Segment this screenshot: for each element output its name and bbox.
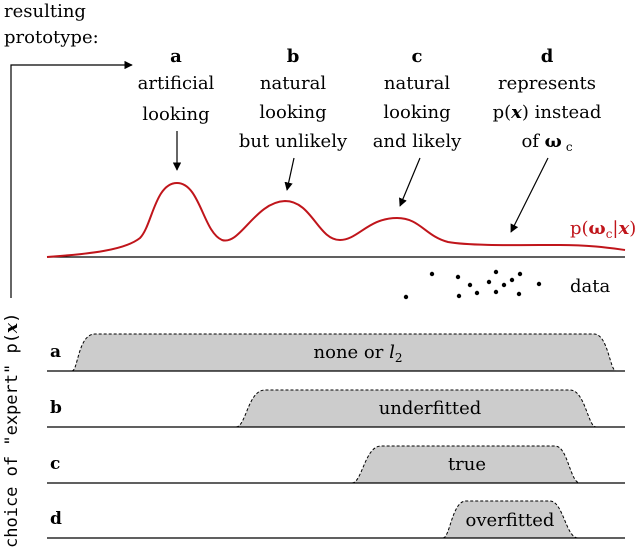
prototype-d-arrow bbox=[510, 157, 549, 233]
data-point bbox=[493, 289, 499, 295]
instead-text: ) instead bbox=[522, 102, 601, 123]
omega-symbol: ω bbox=[545, 131, 562, 152]
prototype-c: c natural looking and likely bbox=[373, 46, 462, 207]
prototype-a-line1: artificial bbox=[138, 73, 215, 94]
of-text: of bbox=[521, 131, 544, 152]
prototype-a: a artificial looking bbox=[138, 46, 215, 171]
row-a-label-l: l bbox=[389, 342, 395, 363]
data-point bbox=[474, 290, 480, 296]
side-label-close: ) bbox=[2, 313, 22, 323]
curve-label-x: x bbox=[618, 218, 630, 239]
prototype-d-line1: represents bbox=[498, 73, 596, 94]
row-a-letter: a bbox=[50, 342, 61, 362]
data-label: data bbox=[570, 276, 610, 297]
prototype-c-line1: natural bbox=[384, 73, 450, 94]
row-a: a none or l2 bbox=[47, 333, 625, 372]
data-point bbox=[455, 274, 461, 280]
density-curve bbox=[46, 181, 626, 258]
p-text: p( bbox=[493, 102, 512, 123]
data-point bbox=[517, 271, 523, 277]
data-point bbox=[486, 279, 492, 285]
data-point bbox=[429, 271, 435, 277]
prototype-b-line3: but unlikely bbox=[239, 131, 348, 152]
row-c-band bbox=[352, 446, 580, 483]
side-label: choice of "expert" p(x) bbox=[2, 313, 22, 548]
prototype-c-letter: c bbox=[412, 46, 423, 67]
row-b-band-outline bbox=[235, 389, 597, 428]
row-b-band bbox=[236, 390, 596, 427]
row-a-label-sub: 2 bbox=[395, 351, 403, 365]
data-point bbox=[501, 282, 507, 288]
side-label-prefix: choice of "expert" p( bbox=[2, 333, 22, 548]
curve-label-bar: | bbox=[612, 218, 618, 239]
prototype-b-letter: b bbox=[287, 46, 300, 67]
prototype-b-line2: looking bbox=[259, 102, 326, 123]
prototype-b-line1: natural bbox=[260, 73, 326, 94]
curve-label-sub: c bbox=[606, 227, 613, 241]
row-b-letter: b bbox=[50, 398, 62, 418]
row-d-band bbox=[443, 501, 578, 538]
curve-label-omega: ω bbox=[589, 218, 606, 239]
row-b: b underfitted bbox=[47, 389, 625, 428]
data-point bbox=[493, 269, 499, 275]
prototype-d-line2: p(x) instead bbox=[493, 102, 602, 123]
x-symbol: x bbox=[510, 102, 522, 123]
prototype-a-line2: looking bbox=[142, 104, 209, 125]
data-point bbox=[403, 294, 409, 300]
row-c-label: true bbox=[448, 454, 486, 475]
prototype-c-arrow bbox=[399, 157, 421, 207]
prototype-d-letter: d bbox=[541, 46, 554, 67]
prototype-b: b natural looking but unlikely bbox=[239, 46, 348, 191]
row-a-label-text: none or bbox=[314, 342, 390, 363]
row-c: c true bbox=[47, 445, 625, 484]
row-a-label: none or l2 bbox=[314, 342, 403, 365]
row-d-letter: d bbox=[50, 509, 62, 529]
omega-subscript: c bbox=[566, 140, 573, 154]
side-label-x: x bbox=[2, 322, 22, 334]
resulting-label-line2: prototype: bbox=[4, 27, 99, 48]
prototype-c-line3: and likely bbox=[373, 131, 462, 152]
row-a-band bbox=[72, 334, 616, 371]
axis-arrow bbox=[10, 60, 133, 298]
data-point bbox=[509, 277, 515, 283]
row-b-label: underfitted bbox=[379, 398, 482, 419]
row-c-band-outline bbox=[351, 445, 581, 484]
row-a-band-outline bbox=[71, 333, 617, 372]
curve-label-close: ) bbox=[629, 218, 636, 239]
row-d-band-outline bbox=[442, 500, 579, 539]
data-point bbox=[456, 293, 462, 299]
resulting-label-line1: resulting bbox=[4, 1, 86, 22]
data-point bbox=[516, 291, 522, 297]
row-d: d overfitted bbox=[47, 500, 625, 539]
curve-label-p: p( bbox=[570, 218, 589, 239]
data-points bbox=[403, 269, 542, 300]
row-c-letter: c bbox=[50, 454, 60, 474]
data-point bbox=[536, 281, 542, 287]
prototype-b-arrow bbox=[284, 157, 295, 191]
prototype-a-letter: a bbox=[170, 46, 182, 67]
curve-label: p(ωc|x) bbox=[570, 218, 636, 241]
data-point bbox=[467, 282, 473, 288]
prototype-c-line2: looking bbox=[383, 102, 450, 123]
row-d-label: overfitted bbox=[466, 510, 555, 531]
